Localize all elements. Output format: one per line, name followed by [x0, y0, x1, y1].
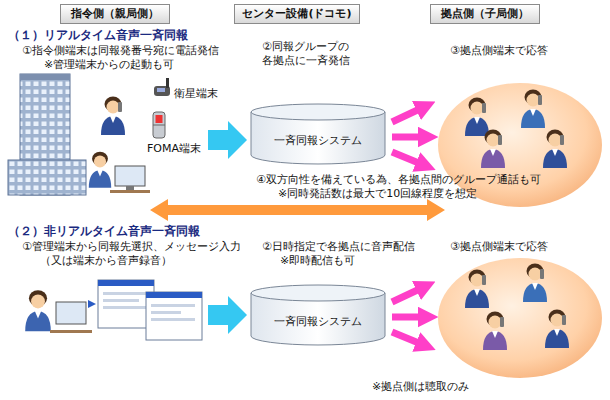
pc-operator-figure	[89, 152, 111, 188]
system-name: 一斉同報システム	[274, 301, 362, 328]
screen-window	[146, 292, 202, 340]
pink-arrows	[392, 106, 428, 346]
sub-note: ※同時発話数は最大で10回線程度を想定	[278, 187, 477, 201]
column-header: 指令側（親局側）	[60, 4, 170, 24]
sub-note: ※即時配信も可	[280, 254, 355, 268]
sub-note: ※管理端末からの起動も可	[44, 58, 174, 72]
step-note: ②日時指定で各拠点に音声配信	[262, 240, 415, 254]
system-name: 一斉同報システム	[274, 120, 362, 147]
building	[8, 74, 86, 195]
pc-operator-figure	[25, 290, 51, 331]
operator-figure	[101, 97, 125, 136]
column-header: 拠点側（子局側）	[430, 4, 540, 24]
site-group	[438, 258, 602, 378]
cylinder-shape	[250, 284, 386, 346]
sub-note: （又は端末から音声録音）	[40, 254, 172, 268]
footnote: ※拠点側は聴取のみ	[372, 380, 469, 394]
cyan-arrow	[208, 121, 247, 159]
terminal-label: FOMA端末	[147, 142, 201, 156]
system-cylinder: 一斉同報システム	[250, 103, 386, 165]
step-note: ①指令側端末は同報発番号宛に電話発信	[22, 44, 219, 58]
orange-double-arrow	[150, 199, 445, 221]
pc-monitor	[110, 166, 150, 193]
site-people	[465, 90, 569, 351]
terminal-label: 衛星端末	[174, 87, 218, 101]
pointer-mark	[88, 300, 96, 308]
section-heading: （２）非リアルタイム音声一斉同報	[8, 224, 200, 239]
cyan-arrow	[208, 296, 247, 334]
step-note: ①管理端末から同報先選択、メッセージ入力	[22, 240, 241, 254]
foma-phone	[153, 112, 165, 138]
satellite-phone	[154, 78, 170, 96]
header-text: 拠点側（子局側）	[441, 7, 529, 20]
system-cylinder: 一斉同報システム	[250, 284, 386, 346]
step-note: ④双方向性を備えている為、各拠点間のグループ通話も可	[256, 173, 541, 187]
header-text: センター設備(ドコモ)	[242, 7, 351, 20]
pc-monitor	[50, 302, 92, 333]
step-note: ③拠点側端末で応答	[450, 240, 548, 254]
cylinder-shape	[250, 103, 386, 165]
section-heading: （１）リアルタイム音声一斉同報	[8, 28, 188, 43]
header-text: 指令側（親局側）	[71, 7, 159, 20]
column-header: センター設備(ドコモ)	[234, 4, 360, 24]
step-note: ③拠点側端末で応答	[450, 44, 548, 58]
step-note: ②同報グループの 各拠点に一斉発信	[262, 40, 362, 68]
